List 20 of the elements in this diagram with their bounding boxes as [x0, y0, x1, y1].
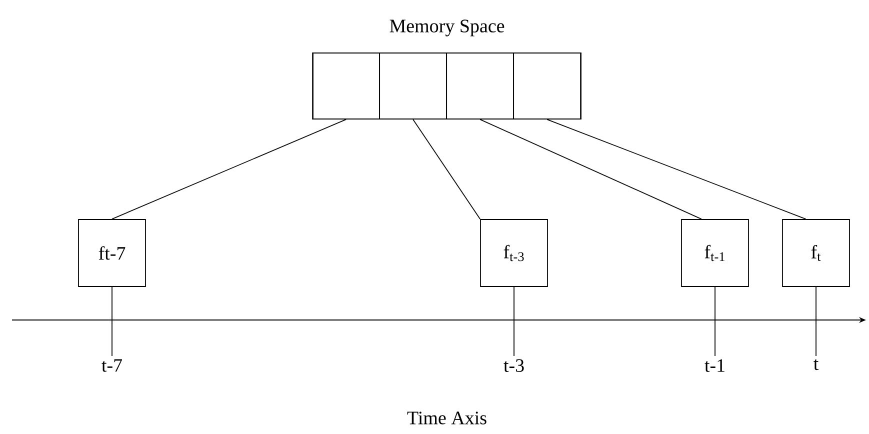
frame-box: f$_{t}$ — [782, 219, 850, 287]
connector-line — [546, 119, 806, 220]
tick-line — [714, 286, 716, 356]
memory-cell — [446, 52, 514, 120]
tick-label: t-3 — [504, 359, 524, 372]
memory-cell — [379, 52, 447, 120]
node-label: Memory Space — [390, 20, 504, 36]
connector-line — [412, 119, 480, 220]
frame-box: f$_{t-3}$ — [480, 219, 548, 287]
memory-cell — [513, 52, 581, 120]
memory-cell — [312, 52, 380, 120]
memory-array: Memory Space — [312, 20, 582, 120]
frame-box: f$_{t-1}$ — [681, 219, 749, 287]
frame-box: ft-7 — [78, 219, 146, 287]
connector-line — [112, 119, 346, 220]
tick-label: t-7 — [102, 359, 122, 372]
axis-title: Time Axis — [407, 412, 486, 424]
tick-label: t — [814, 359, 819, 370]
connector-line — [480, 119, 702, 220]
tick-label: t-1 — [704, 359, 724, 372]
